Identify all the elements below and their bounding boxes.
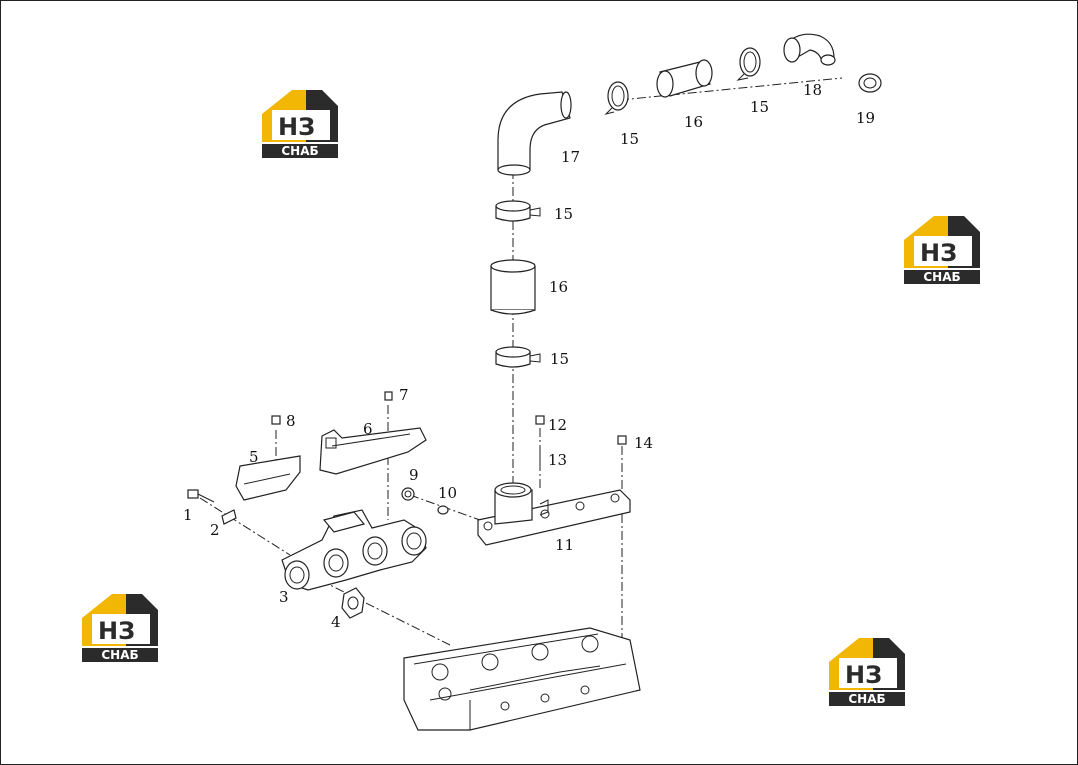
svg-text:НЗ: НЗ xyxy=(278,113,315,141)
label-part-13: 13 xyxy=(548,451,567,469)
label-part-18: 18 xyxy=(803,81,822,99)
label-part-14: 14 xyxy=(634,434,653,452)
part-12-bolt xyxy=(535,415,545,425)
part-10-washer xyxy=(437,505,449,515)
part-15-clamp-upper xyxy=(495,200,541,222)
part-2-stud xyxy=(221,509,237,525)
label-part-17: 17 xyxy=(561,148,580,166)
svg-text:СНАБ: СНАБ xyxy=(101,648,138,662)
part-15-clamp-top-right xyxy=(736,47,761,81)
part-14-bolt xyxy=(617,435,627,445)
label-part-2: 2 xyxy=(210,521,220,539)
part-labels: 1 2 3 4 5 6 7 8 9 10 11 12 13 14 15 15 1… xyxy=(183,81,875,631)
label-part-16: 16 xyxy=(684,113,703,131)
part-15-clamp-top-left xyxy=(604,81,629,115)
part-3-exhaust-manifold xyxy=(281,509,427,591)
part-1-bolt xyxy=(187,489,215,503)
label-part-15: 15 xyxy=(750,98,769,116)
label-part-7: 7 xyxy=(399,386,409,404)
label-part-10: 10 xyxy=(438,484,457,502)
label-part-4: 4 xyxy=(331,613,341,631)
label-part-8: 8 xyxy=(286,412,296,430)
cylinder-head xyxy=(403,627,641,731)
label-part-16: 16 xyxy=(549,278,568,296)
svg-text:НЗ: НЗ xyxy=(845,661,882,689)
part-8-bolt xyxy=(271,415,281,425)
logo-watermark: НЗ СНАБ xyxy=(82,594,158,662)
label-part-9: 9 xyxy=(409,466,419,484)
logo-watermark: НЗ СНАБ xyxy=(829,638,905,706)
svg-text:СНАБ: СНАБ xyxy=(848,692,885,706)
part-7-bolt xyxy=(384,391,393,401)
part-9-fitting xyxy=(401,487,415,501)
label-part-5: 5 xyxy=(249,448,259,466)
part-19-clamp xyxy=(858,73,882,93)
svg-text:СНАБ: СНАБ xyxy=(281,144,318,158)
label-part-11: 11 xyxy=(555,536,574,554)
part-15-clamp-lower xyxy=(495,346,541,368)
label-part-15: 15 xyxy=(620,130,639,148)
label-part-12: 12 xyxy=(548,416,567,434)
svg-text:НЗ: НЗ xyxy=(920,239,957,267)
label-part-15: 15 xyxy=(550,350,569,368)
logo-watermark: НЗ СНАБ xyxy=(262,90,338,158)
label-part-3: 3 xyxy=(279,588,289,606)
part-4-gasket xyxy=(341,587,365,619)
svg-text:НЗ: НЗ xyxy=(98,617,135,645)
part-16-hose-top xyxy=(656,59,713,98)
label-part-15: 15 xyxy=(554,205,573,223)
part-5-heat-shield xyxy=(235,455,301,501)
label-part-19: 19 xyxy=(856,109,875,127)
part-11-outlet-manifold xyxy=(477,482,631,546)
part-17-elbow-hose xyxy=(497,91,572,176)
label-part-1: 1 xyxy=(183,506,193,524)
part-16-hose-vertical xyxy=(490,259,536,315)
part-6-heat-shield xyxy=(319,427,427,475)
logo-watermark: НЗ СНАБ xyxy=(904,216,980,284)
svg-text:СНАБ: СНАБ xyxy=(923,270,960,284)
part-18-elbow-connector xyxy=(783,33,836,66)
label-part-6: 6 xyxy=(363,420,373,438)
